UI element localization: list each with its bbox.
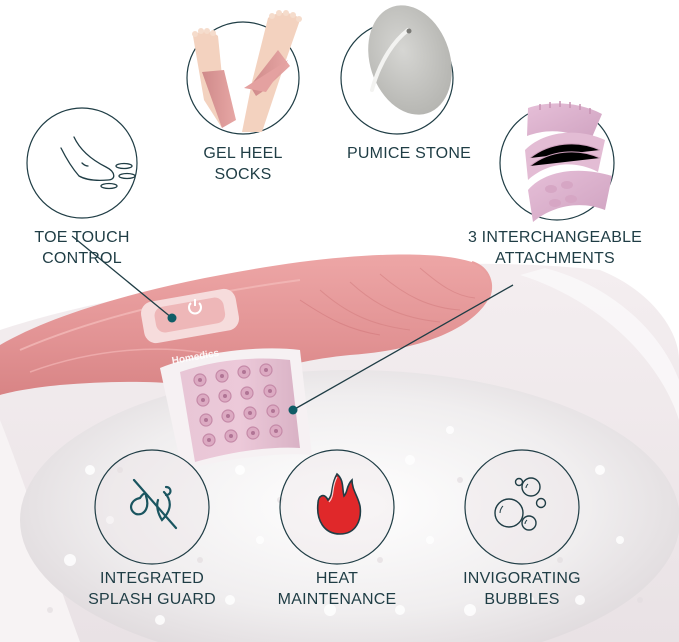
label-line: GEL HEEL <box>203 145 283 162</box>
toe-touch-badge <box>26 107 138 219</box>
label-invigorating-bubbles: INVIGORATING BUBBLES <box>463 568 581 610</box>
label-pumice-stone: PUMICE STONE <box>347 143 471 164</box>
label-line: SPLASH GUARD <box>88 591 216 608</box>
label-line: CONTROL <box>42 250 122 267</box>
label-line: PUMICE STONE <box>347 145 471 162</box>
pumice-stone-photo <box>368 5 452 115</box>
label-line: HEAT <box>315 570 359 587</box>
label-heat-maintenance: HEAT MAINTENANCE <box>278 568 397 610</box>
label-gel-heel-socks: GEL HEEL SOCKS <box>203 143 282 185</box>
bubbles-badge <box>464 449 580 565</box>
tub-rim <box>0 254 492 395</box>
massage-roller <box>160 348 312 470</box>
label-line: BUBBLES <box>484 591 560 608</box>
label-integrated-splash-guard: INTEGRATED SPLASH GUARD <box>88 568 216 610</box>
label-line: 3 INTERCHANGEABLE <box>467 229 643 246</box>
leader-line-attachments <box>288 284 514 415</box>
label-line: MAINTENANCE <box>277 591 397 608</box>
label-line: INTEGRATED <box>100 570 204 587</box>
power-icon <box>188 299 202 315</box>
heel-socks-photo <box>192 10 302 133</box>
power-button <box>140 288 240 344</box>
splash-guard-badge <box>94 449 210 565</box>
label-line: INVIGORATING <box>463 570 581 587</box>
attachments-badge <box>499 101 615 222</box>
no-splash-icon <box>130 478 178 530</box>
flame-icon <box>316 472 362 535</box>
gel-heel-socks-badge <box>186 10 302 135</box>
label-line: SOCKS <box>214 166 272 183</box>
pumice-stone-badge <box>340 5 454 135</box>
foot-touch-icon <box>60 136 136 190</box>
leader-line-toe-touch <box>71 235 177 323</box>
label-interchangeable-attachments: 3 INTERCHANGEABLE ATTACHMENTS <box>468 227 642 269</box>
heat-maintenance-badge <box>279 449 395 565</box>
label-toe-touch-control: TOE TOUCH CONTROL <box>34 227 129 269</box>
bubbles-icon <box>494 477 547 531</box>
attachments-photo <box>525 101 612 222</box>
label-line: ATTACHMENTS <box>495 250 615 267</box>
label-line: TOE TOUCH <box>34 229 130 246</box>
